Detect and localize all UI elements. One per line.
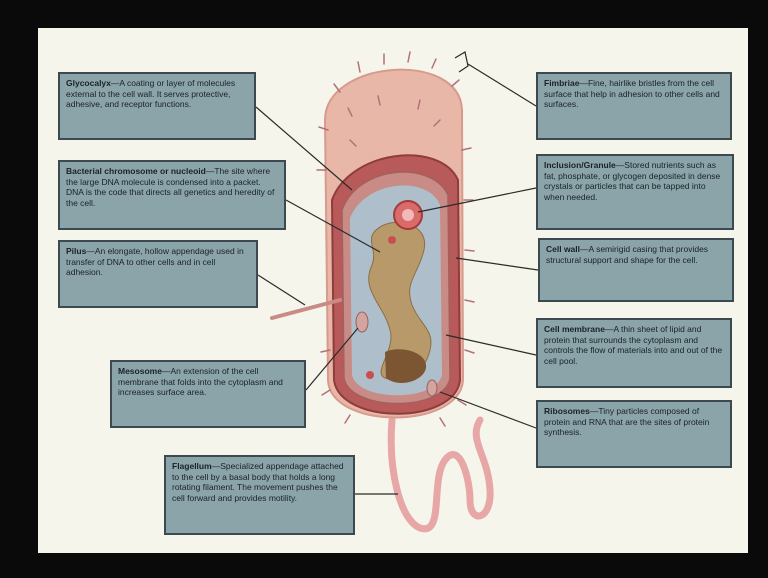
label-membrane: Cell membrane—A thin sheet of lipid and …: [536, 318, 732, 388]
label-cellwall-term: Cell wall: [546, 244, 580, 254]
pointer-cellwall: [456, 258, 538, 270]
label-chromosome-term: Bacterial chromosome or nucleoid: [66, 166, 206, 176]
label-flagellum-term: Flagellum: [172, 461, 212, 471]
label-chromosome: Bacterial chromosome or nucleoid—The sit…: [58, 160, 286, 230]
fimbriae-pointer-bracket: [455, 52, 468, 72]
label-glycocalyx-term: Glycocalyx: [66, 78, 111, 88]
pointer-ribosomes: [440, 392, 536, 428]
label-pilus-desc: —An elongate, hollow appendage used in t…: [66, 246, 244, 277]
pointer-pilus: [258, 275, 305, 305]
inclusion-granule-inner: [402, 209, 414, 221]
label-fimbriae-term: Fimbriae: [544, 78, 579, 88]
label-pilus-term: Pilus: [66, 246, 86, 256]
label-fimbriae: Fimbriae—Fine, hairlike bristles from th…: [536, 72, 732, 140]
label-membrane-term: Cell membrane: [544, 324, 605, 334]
label-mesosome-term: Mesosome: [118, 366, 162, 376]
label-cellwall: Cell wall—A semirigid casing that provid…: [538, 238, 734, 302]
flagellum: [391, 420, 490, 529]
label-ribosomes-term: Ribosomes: [544, 406, 590, 416]
small-granule: [388, 236, 396, 244]
label-flagellum: Flagellum—Specialized appendage attached…: [164, 455, 355, 535]
ribosome-cluster: [427, 380, 437, 396]
label-ribosomes: Ribosomes—Tiny particles composed of pro…: [536, 400, 732, 468]
label-mesosome: Mesosome—An extension of the cell membra…: [110, 360, 306, 428]
small-granule: [366, 371, 374, 379]
label-inclusion: Inclusion/Granule—Stored nutrients such …: [536, 154, 734, 230]
label-inclusion-term: Inclusion/Granule: [544, 160, 616, 170]
label-glycocalyx: Glycocalyx—A coating or layer of molecul…: [58, 72, 256, 140]
label-pilus: Pilus—An elongate, hollow appendage used…: [58, 240, 258, 308]
pointer-fimbriae: [468, 64, 536, 106]
